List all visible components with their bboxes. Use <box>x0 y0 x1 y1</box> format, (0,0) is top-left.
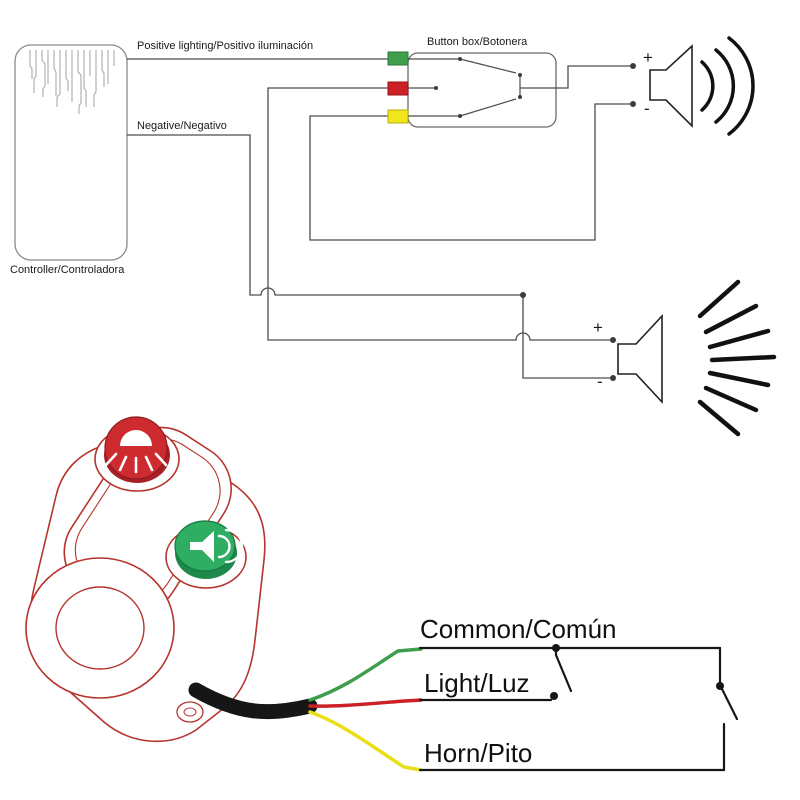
horn-positive-wire <box>556 65 630 89</box>
switch-contacts <box>434 57 522 118</box>
button-box-label: Button box/Botonera <box>427 36 528 48</box>
light-red-wire-bottom <box>308 698 423 708</box>
light-wire-label: Light/Luz <box>424 668 530 698</box>
schematic-wires <box>127 58 630 379</box>
light-minus-sign: - <box>597 372 603 391</box>
horn-icon <box>190 528 244 564</box>
positive-wire-label: Positive lighting/Positivo iluminación <box>137 40 314 52</box>
horn-minus-sign: - <box>644 99 650 118</box>
common-wire-label: Common/Común <box>420 614 617 644</box>
cable-wires <box>308 647 423 772</box>
light-plus-sign: + <box>593 318 603 337</box>
clamp-bolt <box>176 701 204 723</box>
light-rays-icon <box>697 279 777 437</box>
clamp-ring-inner <box>55 586 145 670</box>
button-box <box>387 51 557 128</box>
controller-box <box>14 44 128 261</box>
clamp-bolt-inner <box>183 707 197 717</box>
negative-wire-label: Negative/Negativo <box>137 120 227 132</box>
horn-yellow-wire <box>309 103 630 241</box>
sound-waves-icon <box>700 36 755 136</box>
headlight <box>617 279 777 437</box>
red-connector <box>387 81 409 96</box>
green-connector <box>387 51 409 66</box>
horn-button[interactable] <box>165 520 247 589</box>
bottom-circuit-dots <box>550 644 724 700</box>
cable <box>188 682 318 720</box>
controller-wires-sketch <box>29 50 115 114</box>
yellow-connector <box>387 109 409 124</box>
internal-switches <box>408 58 556 117</box>
common-green-wire <box>308 647 423 702</box>
horn-speaker <box>649 36 755 136</box>
negative-wire <box>127 134 610 379</box>
light-red-wire <box>267 87 610 341</box>
horn-wire-label: Horn/Pito <box>424 738 533 768</box>
light-button[interactable] <box>94 416 180 492</box>
light-switch-blade <box>554 653 573 693</box>
device-illustration <box>25 416 266 743</box>
horn-yellow-wire-bottom <box>308 710 423 772</box>
junction-dots <box>520 63 636 381</box>
controller-label: Controller/Controladora <box>10 264 125 276</box>
horn-plus-sign: + <box>643 48 653 67</box>
horn-switch-blade <box>718 683 739 721</box>
light-icon <box>104 430 168 474</box>
bottom-circuit <box>418 646 739 772</box>
